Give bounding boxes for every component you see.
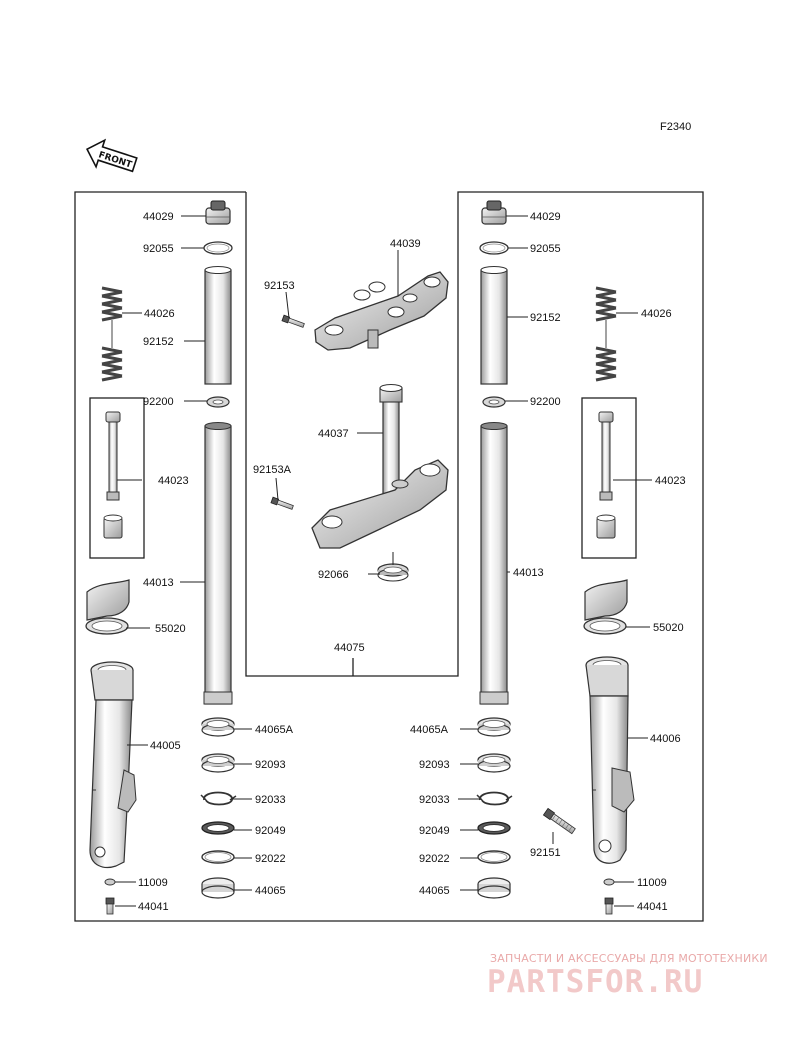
part-label: 92033 (255, 794, 286, 806)
watermark-tagline: ЗАПЧАСТИ И АКСЕССУАРЫ ДЛЯ МОТОТЕХНИКИ (490, 952, 768, 965)
bush-44065A-left (201, 717, 235, 737)
drain-washer-left (104, 878, 116, 886)
fork-spring-left-lower (100, 346, 124, 382)
fork-top-plug-right (481, 200, 507, 225)
fork-spring-right-upper (594, 286, 618, 322)
leader-lines (115, 215, 652, 907)
fork-guard-right (583, 579, 628, 635)
left-fork-parts (85, 200, 237, 915)
stem-lower-bracket (311, 384, 449, 549)
part-label: 44041 (138, 901, 169, 913)
part-label: 92049 (255, 825, 286, 837)
part-label: 92022 (255, 853, 286, 865)
part-label: 92022 (419, 853, 450, 865)
diagram-code: F2340 (660, 121, 691, 133)
part-label: 44065A (410, 724, 449, 736)
inner-tube-left (203, 421, 233, 705)
right-fork-parts (476, 200, 635, 915)
part-label: 44029 (530, 211, 561, 223)
watermark-logo: PARTSFOR.RU (487, 964, 704, 1000)
part-label: 92153 (264, 280, 295, 292)
drain-bolt-right (604, 897, 614, 915)
ring-92022-right (477, 850, 511, 864)
part-label: 44005 (150, 740, 181, 752)
bush-44065-right (477, 877, 511, 899)
part-label: 92049 (419, 825, 450, 837)
part-label: 92093 (419, 759, 450, 771)
bush-44065-left (201, 877, 235, 899)
part-labels: 44029 92055 44026 92152 92200 44023 4401… (138, 211, 686, 913)
part-label: 44023 (655, 475, 686, 487)
inner-tube-right (479, 421, 509, 705)
part-label: 44039 (390, 238, 421, 250)
bush-44065A-right (477, 717, 511, 737)
fork-top-plug-left (205, 200, 231, 225)
ring-92022-left (201, 850, 235, 864)
part-label: 44026 (641, 308, 672, 320)
outer-tube-right (585, 656, 635, 864)
damper-rod-left (103, 411, 123, 539)
center-steering-parts (270, 271, 449, 582)
o-ring-left (203, 241, 233, 255)
fork-spring-right-lower (594, 346, 618, 382)
part-label: 92153A (253, 464, 292, 476)
part-label: 11009 (637, 877, 667, 889)
seal-92093-left (201, 753, 235, 773)
dust-seal-left (201, 821, 235, 835)
part-label: 92033 (419, 794, 450, 806)
bracket-bolt-lower (270, 496, 294, 510)
fork-guard-left (85, 579, 130, 635)
washer-left (206, 396, 230, 408)
dust-seal-right (477, 821, 511, 835)
snap-ring-right (476, 791, 513, 806)
part-label: 92200 (143, 396, 174, 408)
part-label: 92152 (530, 312, 561, 324)
part-label: 44026 (144, 308, 175, 320)
o-ring-right (479, 241, 509, 255)
fork-spring-left-upper (100, 286, 124, 322)
part-label: 92151 (530, 847, 561, 859)
outer-tube-left (89, 661, 137, 869)
seal-92093-right (477, 753, 511, 773)
part-label: 44037 (318, 428, 349, 440)
bracket-bolt-upper (281, 314, 305, 328)
part-label: 55020 (155, 623, 186, 635)
part-label: 92200 (530, 396, 561, 408)
part-label: 44013 (513, 567, 544, 579)
part-label: 44041 (637, 901, 668, 913)
part-label: 11009 (138, 877, 168, 889)
washer-right (482, 396, 506, 408)
part-label: 55020 (653, 622, 684, 634)
part-label: 44023 (158, 475, 189, 487)
drain-washer-right (603, 878, 615, 886)
upper-bracket (314, 271, 449, 351)
part-label: 44006 (650, 733, 681, 745)
assembly-frame (74, 191, 704, 922)
axle-clamp-bolt-right (542, 807, 576, 835)
spacer-pipe-right (480, 265, 508, 385)
damper-rod-right (596, 411, 616, 539)
part-label: 44065 (255, 885, 286, 897)
drain-bolt-left (105, 897, 115, 915)
part-label: 92055 (143, 243, 174, 255)
part-label: 44029 (143, 211, 174, 223)
front-arrow-icon: FRONT (86, 138, 138, 173)
part-label: 92152 (143, 336, 174, 348)
part-label: 44065A (255, 724, 294, 736)
stem-seal (377, 563, 409, 582)
part-label: 92066 (318, 569, 349, 581)
part-label: 44065 (419, 885, 450, 897)
part-label: 44013 (143, 577, 174, 589)
part-label: 92055 (530, 243, 561, 255)
part-label: 92093 (255, 759, 286, 771)
part-label: 44075 (334, 642, 365, 654)
spacer-pipe-left (204, 265, 232, 385)
snap-ring-left (200, 791, 237, 806)
